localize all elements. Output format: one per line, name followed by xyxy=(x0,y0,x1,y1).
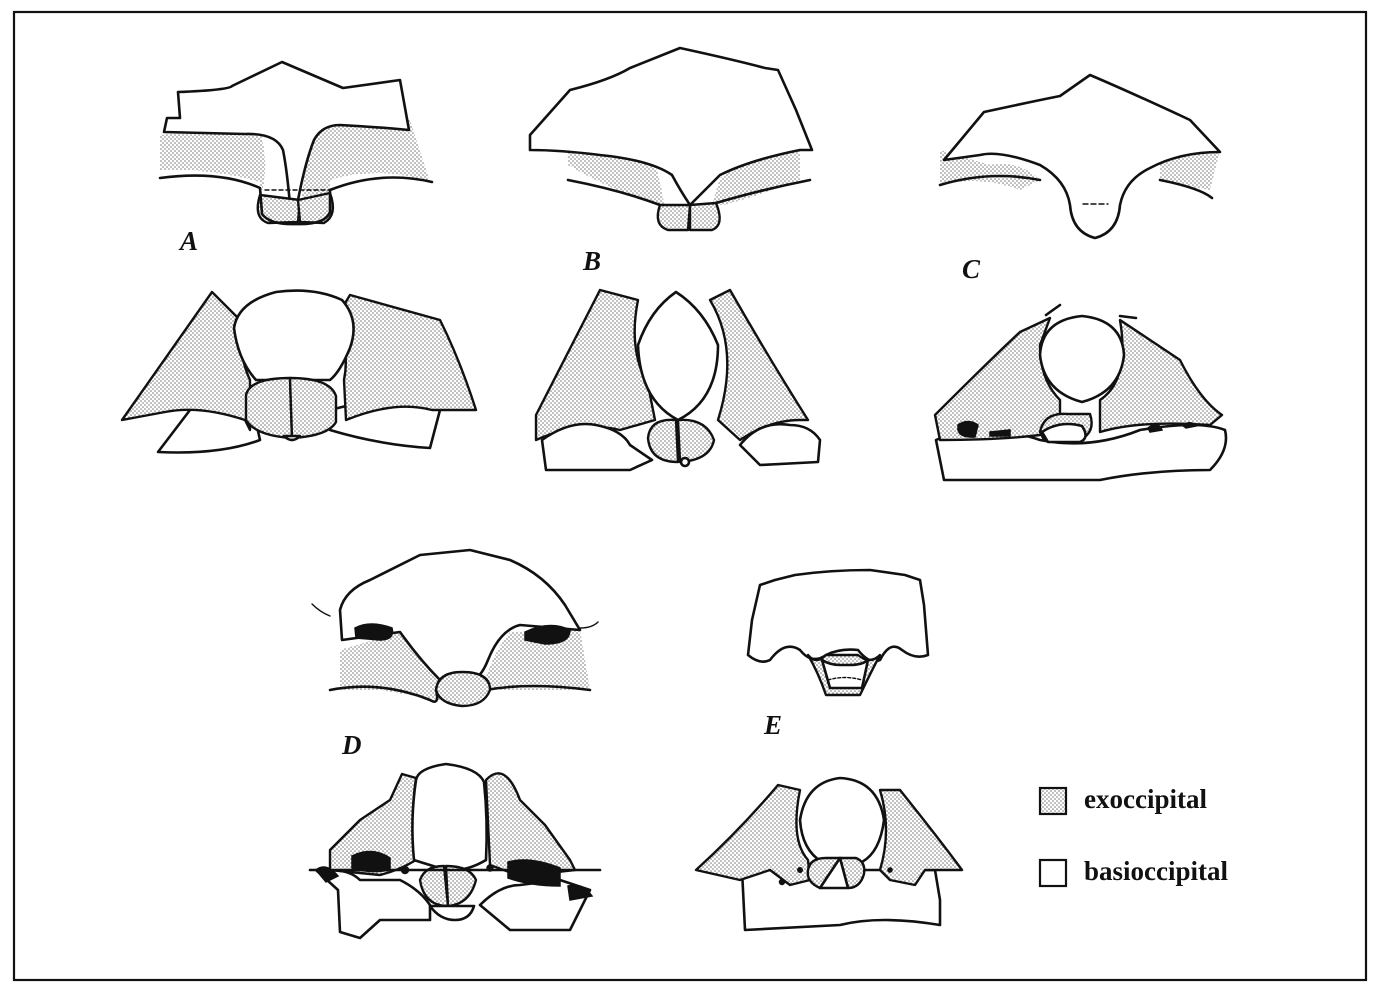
panel-c-posterior-view xyxy=(935,305,1226,480)
panel-d: D xyxy=(310,550,600,938)
basioccipital-swatch xyxy=(1040,860,1066,886)
panel-e: E xyxy=(696,570,962,930)
panel-e-posterior-view xyxy=(696,778,962,930)
panel-b: B xyxy=(530,48,820,470)
panel-a-label: A xyxy=(178,226,198,256)
panel-b-label: B xyxy=(582,246,601,276)
panel-d-label: D xyxy=(341,730,362,760)
legend-item-basioccipital: basioccipital xyxy=(1040,856,1229,886)
legend-label-basioccipital: basioccipital xyxy=(1084,856,1229,886)
panel-b-posterior-view xyxy=(536,290,820,470)
panel-b-dorsal-view xyxy=(530,48,812,230)
exoccipital-swatch xyxy=(1040,788,1066,814)
panel-e-dorsal-view xyxy=(748,570,928,695)
panel-d-posterior-view xyxy=(310,764,600,938)
panel-e-label: E xyxy=(763,710,782,740)
panel-a-dorsal-view xyxy=(160,62,432,224)
legend: exoccipital basioccipital xyxy=(1040,784,1229,886)
panel-c-dorsal-view xyxy=(940,75,1220,238)
panel-a-posterior-view xyxy=(122,291,476,453)
panel-c: C xyxy=(935,75,1226,480)
panel-a: A xyxy=(122,62,476,453)
panel-c-label: C xyxy=(962,254,981,284)
panel-d-dorsal-view xyxy=(312,550,598,706)
legend-label-exoccipital: exoccipital xyxy=(1084,784,1207,814)
legend-item-exoccipital: exoccipital xyxy=(1040,784,1207,814)
